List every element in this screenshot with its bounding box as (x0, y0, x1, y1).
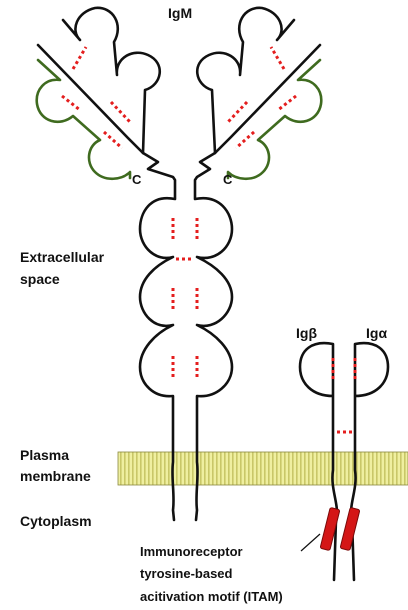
plasma-membrane-band (118, 452, 408, 485)
label-membrane: membrane (20, 468, 91, 484)
label-c-right: C (223, 172, 233, 187)
label-itam-line1: Immunoreceptor (140, 544, 243, 559)
disulfide-bonds-ig-alpha-beta (333, 358, 355, 432)
disulfide-bonds-igm (62, 47, 296, 378)
title-igm: IgM (168, 5, 192, 21)
label-ig-alpha: Igα (366, 325, 387, 341)
label-ig-beta: Igβ (296, 325, 317, 341)
label-itam-line2: tyrosine-based (140, 566, 233, 581)
itam-pointer (301, 534, 320, 551)
label-space: space (20, 271, 60, 287)
itam-segment-alpha (340, 507, 360, 550)
label-itam-line3: acitivation motif (ITAM) (140, 589, 283, 604)
label-cytoplasm: Cytoplasm (20, 513, 92, 529)
label-c-left: C (132, 172, 142, 187)
label-plasma: Plasma (20, 447, 69, 463)
label-extracellular: Extracellular (20, 249, 105, 265)
fab-arm-right (197, 8, 321, 179)
fab-arm-left (37, 8, 160, 179)
